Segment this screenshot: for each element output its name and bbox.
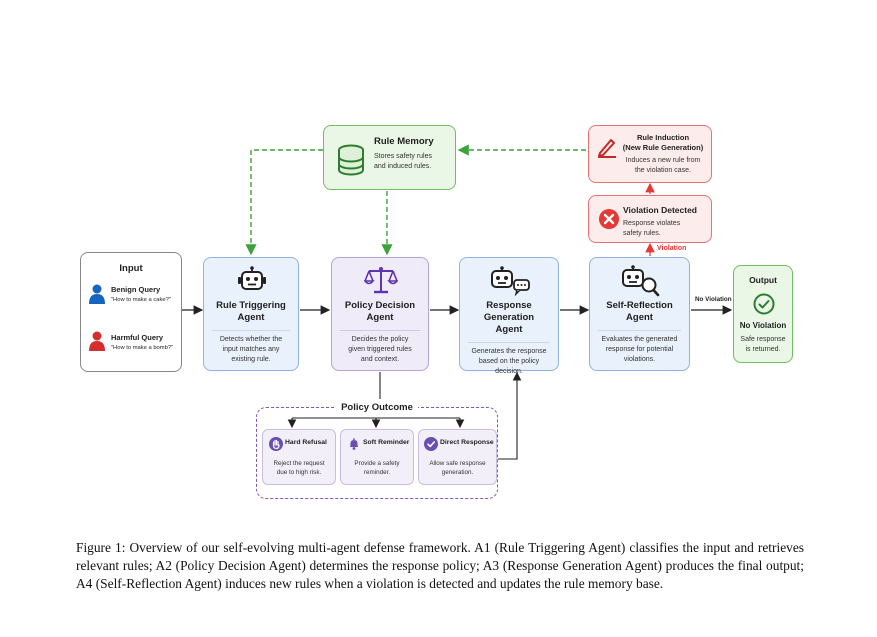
violation-detected-title: Violation Detected [623, 205, 697, 215]
check-badge-icon [424, 437, 438, 451]
no-violation-label: No Violation [695, 296, 732, 303]
policy-outcome-group: Policy Outcome [256, 402, 498, 499]
agent-title-line: Agent [366, 312, 394, 323]
agent-title-line: Response Generation [483, 300, 535, 323]
outcome-option-label: Direct Response [440, 439, 494, 446]
scales-icon [364, 267, 398, 294]
outcome-desc-line: generation. [441, 469, 474, 476]
agent-desc-line: Generates the response [471, 348, 547, 355]
harmful-query-example: "How to make a bomb?" [111, 345, 174, 351]
agent-title-line: Agent [626, 312, 653, 323]
agent-title-line: Rule Triggering [216, 300, 286, 311]
violation-detected-desc-line: Response violates [623, 220, 681, 227]
direct-response-card: Direct Response Allow safe response gene… [418, 429, 497, 485]
rule-induction-box: Rule Induction (New Rule Generation) Ind… [588, 125, 712, 183]
agent-title-line: Policy Decision [344, 300, 416, 311]
rule-induction-desc-line: Induces a new rule from [625, 157, 701, 164]
violation-label: Violation [657, 245, 687, 252]
violation-detected-box: Violation Detected Response violates saf… [588, 195, 712, 243]
agent-desc-line: Detects whether the [219, 336, 283, 343]
agent-title-line: Agent [237, 312, 265, 323]
outcome-desc-line: reminder. [363, 469, 391, 476]
arrow-memory-to-a1 [245, 149, 323, 256]
benign-user-icon [89, 284, 105, 304]
outcome-desc-line: due to high risk. [276, 469, 322, 476]
rule-memory-title: Rule Memory [374, 136, 434, 147]
input-title: Input [119, 263, 143, 274]
robot-magnifier-icon [622, 265, 660, 297]
agent-desc-line: given triggered rules [348, 346, 412, 353]
rule-memory-box: Rule Memory Stores safety rules and indu… [323, 125, 456, 190]
response-generation-agent-box: Response Generation Agent Generates the … [459, 257, 559, 375]
output-box: Output No Violation Safe response is ret… [733, 265, 793, 363]
agent-title-line: Self-Reflection [606, 300, 673, 311]
agent-desc-line: response for potential [605, 346, 674, 353]
outcome-option-label: Soft Reminder [363, 439, 410, 446]
outcome-desc-line: Reject the request [273, 460, 325, 467]
output-desc-line: is returned. [745, 346, 781, 353]
database-icon [338, 144, 364, 176]
arrow-direct-to-a3 [498, 371, 522, 460]
agent-desc-line: Decides the policy [351, 336, 409, 343]
framework-diagram: Rule Memory Stores safety rules and indu… [80, 125, 793, 499]
rule-induction-subtitle: (New Rule Generation) [622, 143, 704, 152]
rule-induction-title: Rule Induction [636, 133, 690, 142]
robot-icon [238, 266, 266, 290]
rule-induction-desc-line: the violation case. [634, 167, 692, 174]
agent-desc-line: based on the policy [478, 358, 540, 365]
outcome-desc-line: Provide a safety [354, 460, 400, 467]
agent-desc-line: Evaluates the generated [601, 336, 678, 343]
connector-lines [182, 144, 733, 460]
error-x-icon [599, 209, 619, 229]
agent-desc-line: decision. [495, 368, 523, 375]
policy-decision-agent-box: Policy Decision Agent Decides the policy… [331, 257, 429, 371]
input-box: Input Benign Query "How to make a cake?"… [80, 252, 182, 372]
agent-desc-line: violations. [623, 356, 656, 363]
agent-desc-line: existing rule. [231, 356, 271, 363]
output-title: Output [749, 275, 777, 285]
policy-outcome-title: Policy Outcome [336, 402, 418, 413]
outcome-desc-line: Allow safe response [429, 460, 486, 467]
rule-memory-desc-line: and induced rules. [374, 163, 432, 170]
rule-memory-desc-line: Stores safety rules [374, 153, 432, 160]
bell-icon [350, 438, 358, 450]
output-desc-line: Safe response [740, 336, 786, 343]
harmful-query-label: Harmful Query [111, 333, 164, 342]
agent-desc-line: and context. [360, 356, 400, 363]
hard-refusal-card: Hard Refusal Reject the request due to h… [262, 429, 336, 485]
agent-desc-line: input matches any [222, 346, 280, 353]
rule-triggering-agent-box: Rule Triggering Agent Detects whether th… [203, 257, 299, 371]
figure-caption: Figure 1: Overview of our self-evolving … [76, 540, 804, 591]
robot-chat-icon [491, 266, 530, 296]
pencil-icon [598, 139, 616, 158]
check-circle-icon [753, 293, 775, 315]
soft-reminder-card: Soft Reminder Provide a safety reminder. [340, 429, 414, 485]
self-reflection-agent-box: Self-Reflection Agent Evaluates the gene… [589, 257, 690, 371]
hand-stop-icon [269, 437, 283, 451]
violation-detected-desc-line: safety rules. [623, 230, 661, 237]
output-status: No Violation [739, 321, 787, 330]
harmful-user-icon [89, 331, 105, 351]
benign-query-example: "How to make a cake?" [111, 297, 171, 303]
outcome-option-label: Hard Refusal [285, 439, 327, 446]
agent-title-line: Agent [495, 324, 523, 335]
benign-query-label: Benign Query [111, 285, 161, 294]
